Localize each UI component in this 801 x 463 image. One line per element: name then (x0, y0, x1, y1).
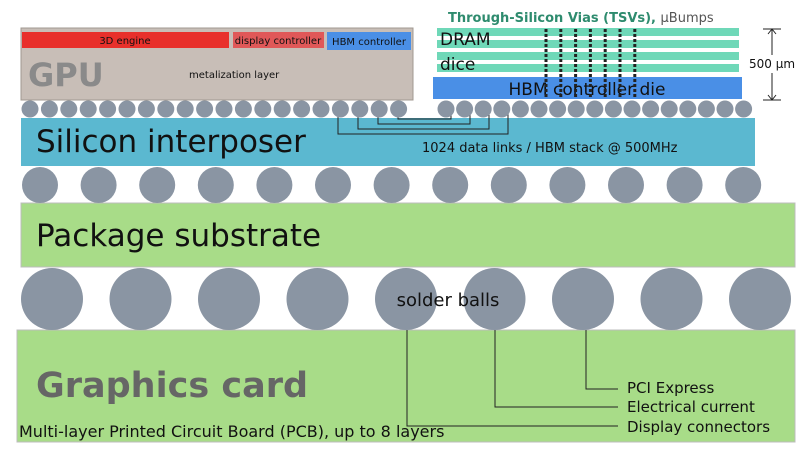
c4-bump (725, 167, 762, 203)
c4-bump (256, 167, 293, 203)
3d-engine-block (22, 32, 229, 48)
display-controller-label: display controller (235, 36, 322, 47)
micro-bump (437, 100, 455, 118)
micro-bump (196, 100, 214, 118)
c4-bump (549, 167, 586, 203)
c4-bump (80, 167, 117, 203)
micro-bump (474, 100, 492, 118)
pci-express-label: PCI Express (627, 379, 714, 397)
micro-bump (157, 100, 175, 118)
gpu-label: GPU (28, 56, 104, 94)
dram-label-line1: DRAM (440, 30, 491, 50)
micro-bump (735, 100, 753, 118)
micro-bump (511, 100, 529, 118)
micro-bumps (21, 100, 753, 118)
c4-bump (139, 167, 176, 203)
c4-bump (490, 167, 527, 203)
micro-bump (370, 100, 388, 118)
tsv-columns (544, 29, 637, 98)
height-label: 500 μm (749, 57, 795, 71)
dram-label-line2: dice (440, 55, 475, 75)
electrical-current-label: Electrical current (627, 398, 755, 416)
display-controller-block (233, 32, 324, 48)
solder-ball (463, 268, 526, 330)
data-links-label: 1024 data links / HBM stack @ 500MHz (422, 141, 678, 156)
solder-balls (21, 268, 791, 330)
solder-ball (286, 268, 349, 330)
dram-layers (437, 28, 739, 72)
c4-bump (315, 167, 351, 203)
micro-bump (60, 100, 78, 118)
micro-bump (293, 100, 311, 118)
micro-bump (176, 100, 194, 118)
micro-bump (273, 100, 291, 118)
micro-bump (604, 100, 622, 118)
micro-bump (642, 100, 660, 118)
hbm-controller-label: HBM controller (332, 37, 407, 48)
micro-bump (660, 100, 678, 118)
solder-ball (375, 268, 437, 330)
micro-bump (40, 100, 58, 118)
3d-engine-label: 3D engine (99, 36, 150, 47)
micro-bump (254, 100, 272, 118)
micro-bump (118, 100, 136, 118)
micro-bump (331, 100, 349, 118)
micro-bump (79, 100, 97, 118)
micro-bump (234, 100, 252, 118)
c4-bump (608, 167, 644, 203)
solder-ball (729, 268, 791, 330)
micro-bump (530, 100, 548, 118)
pcb-board (16, 329, 796, 443)
micro-bump (679, 100, 697, 118)
connection-lines (406, 330, 618, 427)
interposer-label: Silicon interposer (36, 124, 306, 160)
micro-bump (390, 100, 408, 118)
hbm-controller-die (433, 77, 742, 99)
solder-ball (640, 268, 703, 330)
hbm-controller-block (327, 32, 411, 50)
c4-bump (197, 167, 234, 203)
package-substrate (20, 202, 796, 268)
substrate-label: Package substrate (36, 218, 321, 254)
height-indicator (763, 28, 781, 101)
solder-ball (21, 268, 83, 330)
ubumps-label: μBumps (661, 11, 714, 26)
micro-bump (549, 100, 567, 118)
c4-bump (373, 167, 410, 203)
micro-bump (456, 100, 474, 118)
micro-bump (493, 100, 511, 118)
micro-bump (623, 100, 641, 118)
silicon-interposer (21, 118, 755, 166)
micro-bump (716, 100, 734, 118)
tsv-label: Through-Silicon Vias (TSVs), (448, 11, 656, 26)
pcb-label: Graphics card (36, 366, 308, 406)
pcb-caption: Multi-layer Printed Circuit Board (PCB),… (19, 422, 444, 441)
micro-bump (137, 100, 155, 118)
micro-bump (215, 100, 233, 118)
solder-ball (552, 268, 614, 330)
c4-bump (22, 167, 58, 203)
micro-bump (351, 100, 369, 118)
c4-bump (666, 167, 703, 203)
solder-ball (198, 268, 260, 330)
micro-bump (586, 100, 604, 118)
metalization-label: metalization layer (189, 70, 280, 81)
micro-bump (567, 100, 585, 118)
tsv-caption: Through-Silicon Vias (TSVs), μBumps (448, 11, 714, 26)
solder-balls-label: solder balls (397, 290, 500, 311)
micro-bump (21, 100, 39, 118)
micro-bump (312, 100, 330, 118)
controller-die-label: HBM controller die (509, 80, 666, 100)
solder-ball (109, 268, 172, 330)
micro-bump (697, 100, 715, 118)
c4-bump (432, 167, 469, 203)
display-connectors-label: Display connectors (627, 418, 770, 436)
micro-bump (99, 100, 117, 118)
c4-bumps (22, 167, 762, 203)
